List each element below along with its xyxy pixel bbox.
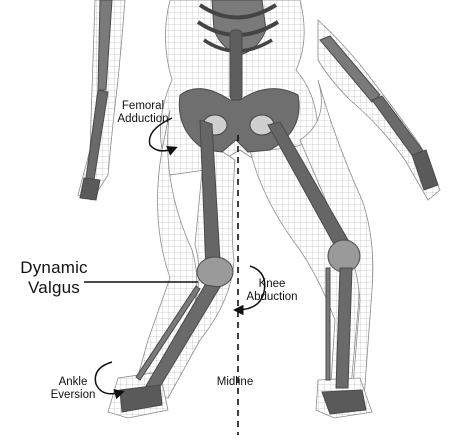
body-wireframe bbox=[78, 0, 440, 418]
knee-abduction-line2: Abduction bbox=[238, 291, 306, 304]
knee-abduction-line1: Knee bbox=[238, 278, 306, 291]
femoral-adduction-line1: Femoral bbox=[108, 100, 178, 113]
ankle-eversion-label: Ankle Eversion bbox=[40, 376, 106, 402]
ankle-eversion-line1: Ankle bbox=[40, 376, 106, 389]
femoral-adduction-line2: Adduction bbox=[108, 113, 178, 126]
dynamic-valgus-line2: Valgus bbox=[4, 278, 104, 298]
dynamic-valgus-line1: Dynamic bbox=[4, 258, 104, 278]
ankle-eversion-line2: Eversion bbox=[40, 389, 106, 402]
femoral-adduction-label: Femoral Adduction bbox=[108, 100, 178, 126]
dynamic-valgus-label: Dynamic Valgus bbox=[4, 258, 104, 297]
knee-abduction-label: Knee Abduction bbox=[238, 278, 306, 304]
midline-label: Midline bbox=[206, 376, 264, 389]
